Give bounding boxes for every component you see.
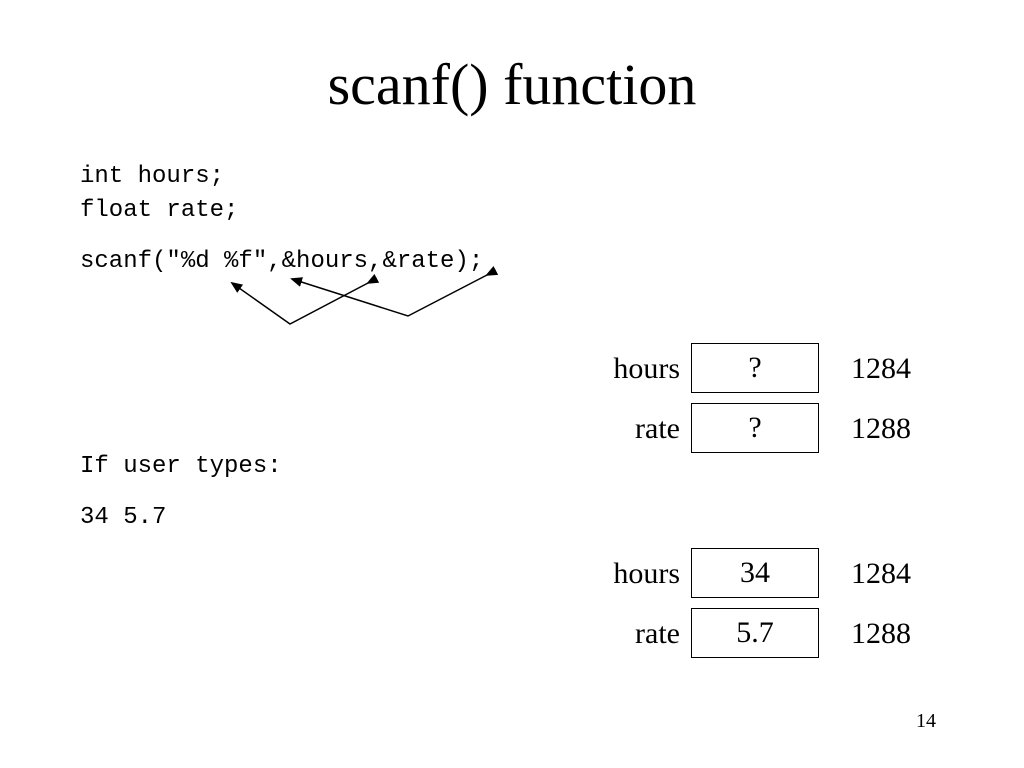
memory-address-hours-before: 1284	[851, 352, 911, 385]
memory-label-rate-after: rate	[635, 617, 680, 650]
page-number: 14	[916, 710, 936, 732]
user-input-value: 34 5.7	[80, 504, 167, 531]
memory-cell-hours-before: ?	[691, 343, 819, 393]
code-line-float-rate: float rate;	[80, 197, 239, 224]
memory-address-rate-before: 1288	[851, 412, 911, 445]
memory-address-rate-after: 1288	[851, 617, 911, 650]
user-input-prompt: If user types:	[80, 453, 282, 480]
slide-title: scanf() function	[327, 52, 697, 117]
memory-cell-rate-before: ?	[691, 403, 819, 453]
memory-label-rate-before: rate	[635, 412, 680, 445]
arrow-rate-to-f	[290, 265, 499, 317]
arrow-hours-to-d	[230, 273, 380, 325]
memory-cell-hours-after: 34	[691, 548, 819, 598]
memory-label-hours-before: hours	[613, 352, 680, 385]
memory-cell-rate-after: 5.7	[691, 608, 819, 658]
code-line-scanf-call: scanf("%d %f",&hours,&rate);	[80, 248, 484, 275]
code-line-int-hours: int hours;	[80, 163, 225, 190]
memory-label-hours-after: hours	[613, 557, 680, 590]
memory-address-hours-after: 1284	[851, 557, 911, 590]
